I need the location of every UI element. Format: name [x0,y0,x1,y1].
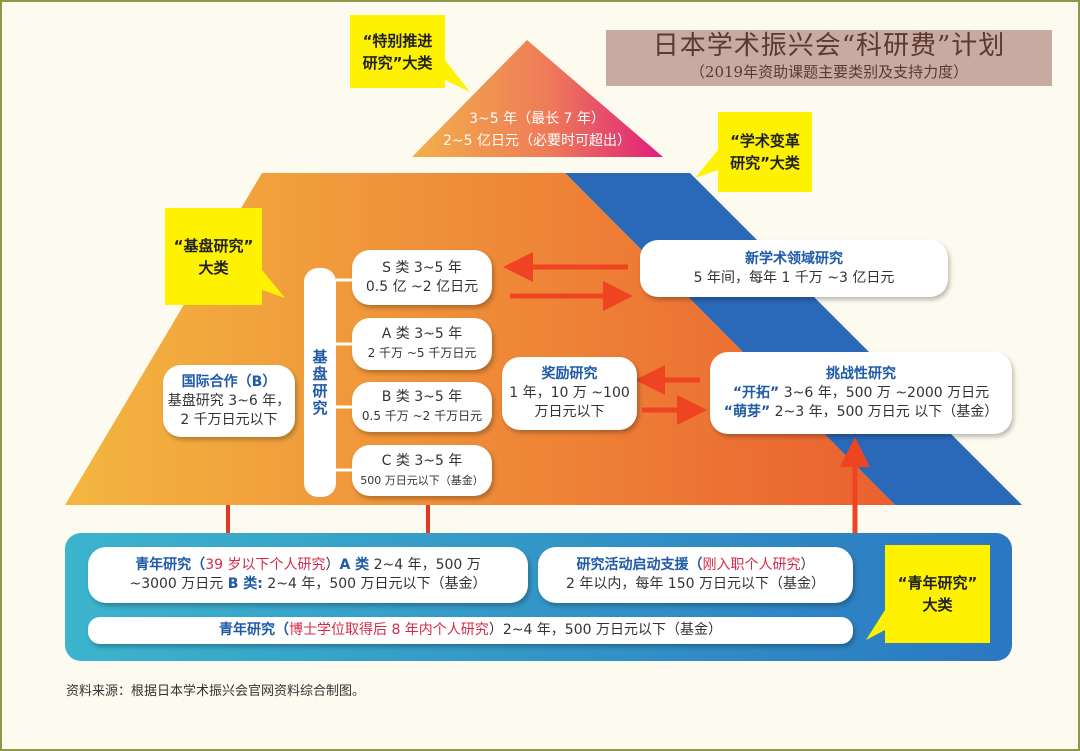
encouragement-box: 奖励研究 1 年，10 万 ~100 万日元以下 [502,357,637,430]
box-line: 1 年，10 万 ~100 [509,385,630,401]
box-line: 青年研究（博士学位取得后 8 年内个人研究）2~4 年，500 万日元以下（基金… [219,621,722,640]
special-duration: 3~5 年（最长 7 年） [469,111,605,127]
callout-line: “学术变革 [730,132,800,150]
t: ~3000 万日元 [129,576,228,592]
t: 2~4 年，500 万日元以下（基金） [262,576,487,592]
box-line: 0.5 千万 ~2 千万日元 [361,409,483,423]
title-main: 日本学术振兴会“科研费”计划 [652,31,1006,61]
special-amount: 2~5 亿日元（必要时可超出） [443,133,631,149]
kiban-b-box: B 类 3~5 年 0.5 千万 ~2 千万日元 [352,382,492,432]
callout-line: 大类 [198,258,229,277]
box-title: 新学术领域研究 [745,250,843,267]
kiban-s-box: S 类 3~5 年 0.5 亿 ~2 亿日元 [352,250,492,305]
callout-kiban: “基盘研究” 大类 [165,208,262,305]
t: 2~4 年，500 万 [373,557,481,573]
young-box-1: 青年研究（39 岁以下个人研究）A 类 2~4 年，500 万 ~3000 万日… [88,547,528,603]
young-box-3: 青年研究（博士学位取得后 8 年内个人研究）2~4 年，500 万日元以下（基金… [88,617,853,644]
t: B 类: [227,576,263,592]
box-line: 5 年间，每年 1 千万 ~3 亿日元 [693,269,895,286]
box-title: 国际合作（B） [181,373,277,390]
value: 3~6 年，500 万 ~2000 万日元 [783,384,990,401]
kiban-a-box: A 类 3~5 年 2 千万 ~5 千万日元 [352,318,492,370]
box-line: 基盘研究 3~6 年， [167,392,291,409]
callout-line: 大类 [922,596,953,614]
box-line: A 类 3~5 年 [381,326,463,342]
top-triangle [412,40,663,157]
young-box-2: 研究活动启动支援（刚入职个人研究） 2 年以内，每年 150 万日元以下（基金） [538,547,853,603]
t: 研究活动启动支援（ [576,557,703,573]
new-area-box: 新学术领域研究 5 年间，每年 1 千万 ~3 亿日元 [640,240,948,297]
callout-line: 研究”大类 [362,53,433,72]
callout-line: “基盘研究” [173,236,254,255]
box-line: 青年研究（39 岁以下个人研究）A 类 2~4 年，500 万 [135,556,481,575]
special-info: 3~5 年（最长 7 年） 2~5 亿日元（必要时可超出） [412,108,662,152]
intl-collab-box: 国际合作（B） 基盘研究 3~6 年， 2 千万日元以下 [163,365,295,437]
t: ） [325,557,340,573]
box-line: 2 千万 ~5 千万日元 [367,346,477,360]
t: 青年研究（ [135,557,206,573]
t: 青年研究（ [219,622,289,638]
box-line: ~3000 万日元 B 类: 2~4 年，500 万日元以下（基金） [129,575,486,594]
callout-transformative: “学术变革 研究”大类 [718,112,812,192]
t: 刚入职个人研究 [702,557,801,573]
callout-young: “青年研究” 大类 [885,545,990,643]
value: 2~3 年，500 万日元 以下（基金） [774,403,999,420]
box-line: 2 千万日元以下 [180,411,278,428]
challenging-box: 挑战性研究 “开拓” 3~6 年，500 万 ~2000 万日元 “萌芽” 2~… [710,352,1012,434]
callout-line: “青年研究” [897,574,978,592]
box-line: 0.5 亿 ~2 亿日元 [365,278,479,295]
t: ） [488,622,503,638]
box-title: 奖励研究 [541,366,598,382]
box-title: 挑战性研究 [826,365,896,382]
kiban-c-box: C 类 3~5 年 500 万日元以下（基金） [352,445,492,496]
box-line: 500 万日元以下（基金） [360,473,484,487]
box-line: C 类 3~5 年 [381,452,463,469]
kiban-pill: 基盘研究 [304,268,336,497]
box-line: “开拓” 3~6 年，500 万 ~2000 万日元 [733,384,989,403]
t: 博士学位取得后 8 年内个人研究 [289,622,489,638]
box-line: “萌芽” 2~3 年，500 万日元 以下（基金） [724,403,998,422]
box-line: B 类 3~5 年 [381,389,463,405]
t: ） [800,557,815,573]
t: A 类 [339,557,370,573]
source-note: 资料来源：根据日本学术振兴会官网资料综合制图。 [66,684,366,699]
box-line: 2 年以内，每年 150 万日元以下（基金） [566,576,825,592]
box-line: S 类 3~5 年 [382,259,462,276]
t: 2~4 年，500 万日元以下（基金） [502,622,722,638]
callout-line: “特别推进 [362,31,433,50]
box-line: 研究活动启动支援（刚入职个人研究） [577,556,815,575]
label: “萌芽” [723,403,771,420]
label: “开拓” [732,384,780,401]
chart-title: 日本学术振兴会“科研费”计划 （2019年资助课题主要类别及支持力度） [606,30,1052,86]
callout-line: 研究”大类 [730,154,800,172]
title-sub: （2019年资助课题主要类别及支持力度） [689,63,969,81]
callout-special: “特别推进 研究”大类 [350,15,445,88]
box-line: 万日元以下 [534,404,605,420]
t: 39 岁以下个人研究 [205,557,326,573]
